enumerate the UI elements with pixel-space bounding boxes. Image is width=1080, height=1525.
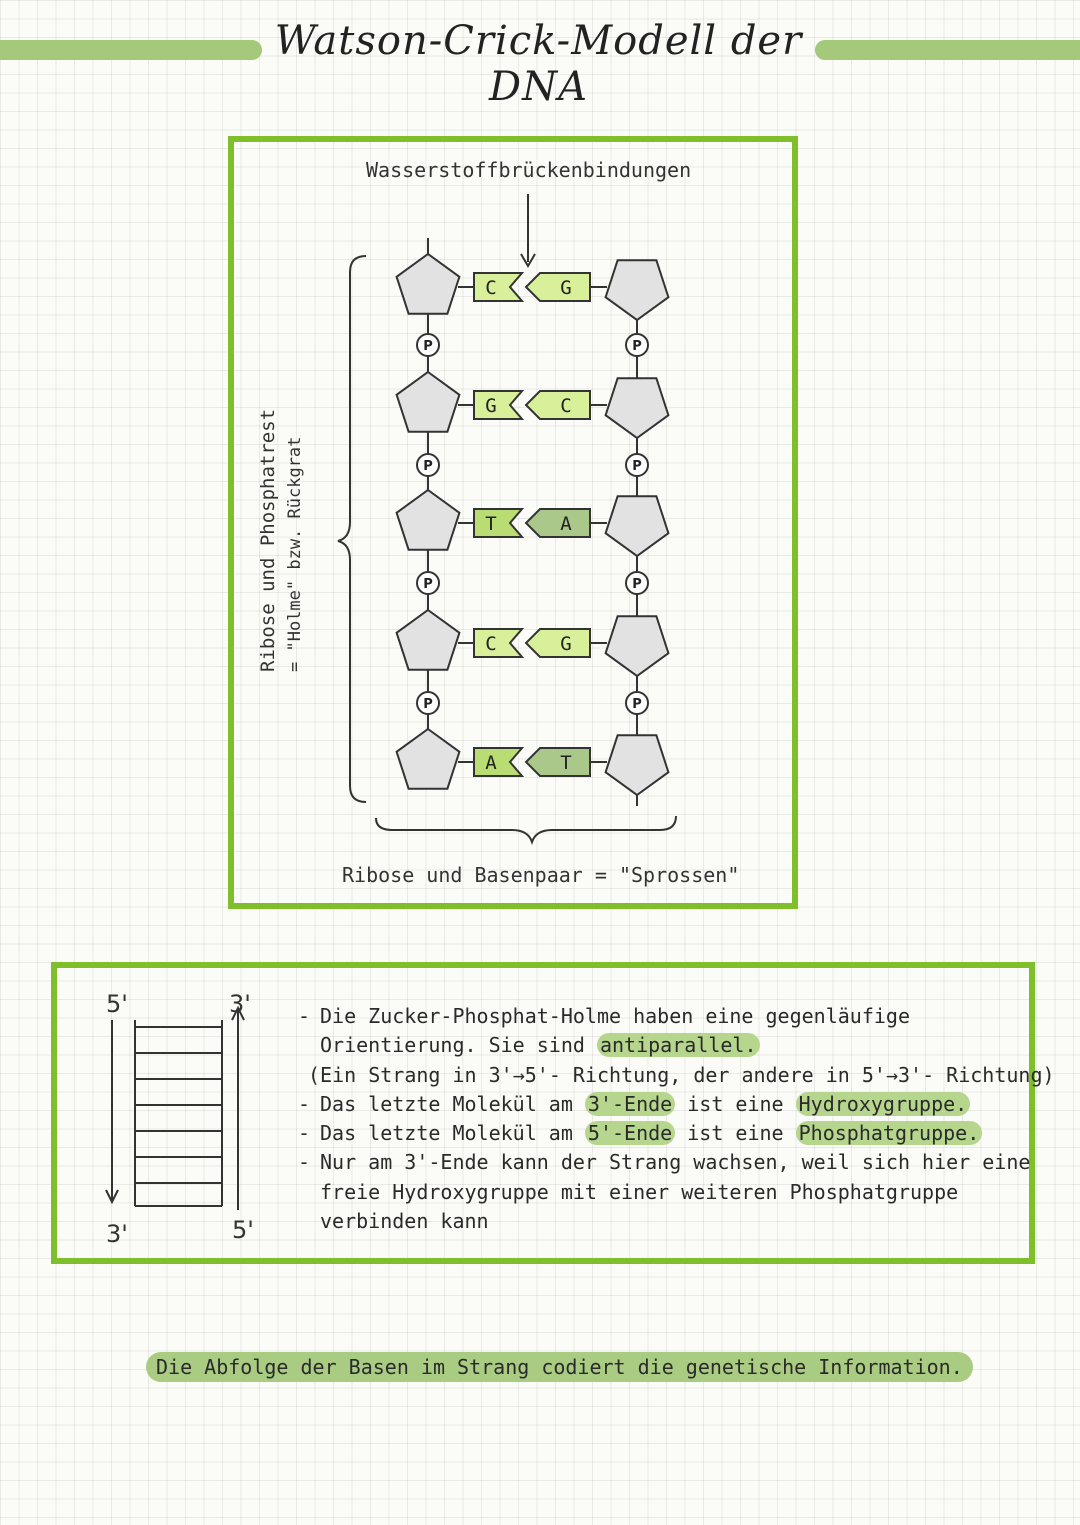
note-growth: Nur am 3'-Ende kann der Strang wachsen, … (298, 1148, 1030, 1178)
hydrogen-bond-label: Wasserstoffbrückenbindungen (366, 158, 692, 182)
note-antiparallel: Die Zucker-Phosphat-Holme haben eine geg… (298, 1002, 988, 1032)
highlight-antiparallel: antiparallel. (596, 1033, 760, 1058)
ladder-right-bottom-label: 5' (232, 1216, 254, 1244)
backbone-label: Ribose und Phosphatrest (257, 408, 279, 672)
notes-list: Die Zucker-Phosphat-Holme haben eine geg… (298, 1002, 1055, 1236)
highlight-3-end: 3'-Ende (584, 1091, 676, 1116)
highlight-phosphate: Phosphatgruppe. (795, 1121, 983, 1146)
title-bar-right (815, 40, 1080, 60)
highlight-5-end: 5'-Ende (584, 1121, 676, 1146)
backbone-sublabel: = "Holme" bzw. Rückgrat (285, 436, 305, 672)
ladder-left-bottom-label: 3' (106, 1220, 128, 1248)
highlight-hydroxy: Hydroxygruppe. (795, 1091, 971, 1116)
note-antiparallel-cont: Orientierung. Sie sind antiparallel. (298, 1031, 988, 1060)
note-growth-cont-1: freie Hydroxygruppe mit einer weiteren P… (320, 1179, 959, 1204)
ladder-left-top-label: 5' (106, 990, 128, 1018)
note-direction: (Ein Strang in 3'→5'- Richtung, der ande… (308, 1062, 1055, 1087)
notes-box (51, 962, 1035, 1264)
title-bar-left (0, 40, 262, 60)
note-5-end: Das letzte Molekül am 5'-Ende ist eine P… (298, 1119, 988, 1149)
page-title: Watson-Crick-Modell der DNA (274, 18, 803, 110)
summary-statement: Die Abfolge der Basen im Strang codiert … (146, 1352, 973, 1382)
note-growth-cont-2: verbinden kann (320, 1209, 489, 1234)
rungs-label: Ribose und Basenpaar = "Sprossen" (342, 863, 740, 887)
ladder-right-top-label: 3' (229, 990, 251, 1018)
dna-diagram-box (228, 136, 798, 909)
note-3-end: Das letzte Molekül am 3'-Ende ist eine H… (298, 1090, 988, 1119)
